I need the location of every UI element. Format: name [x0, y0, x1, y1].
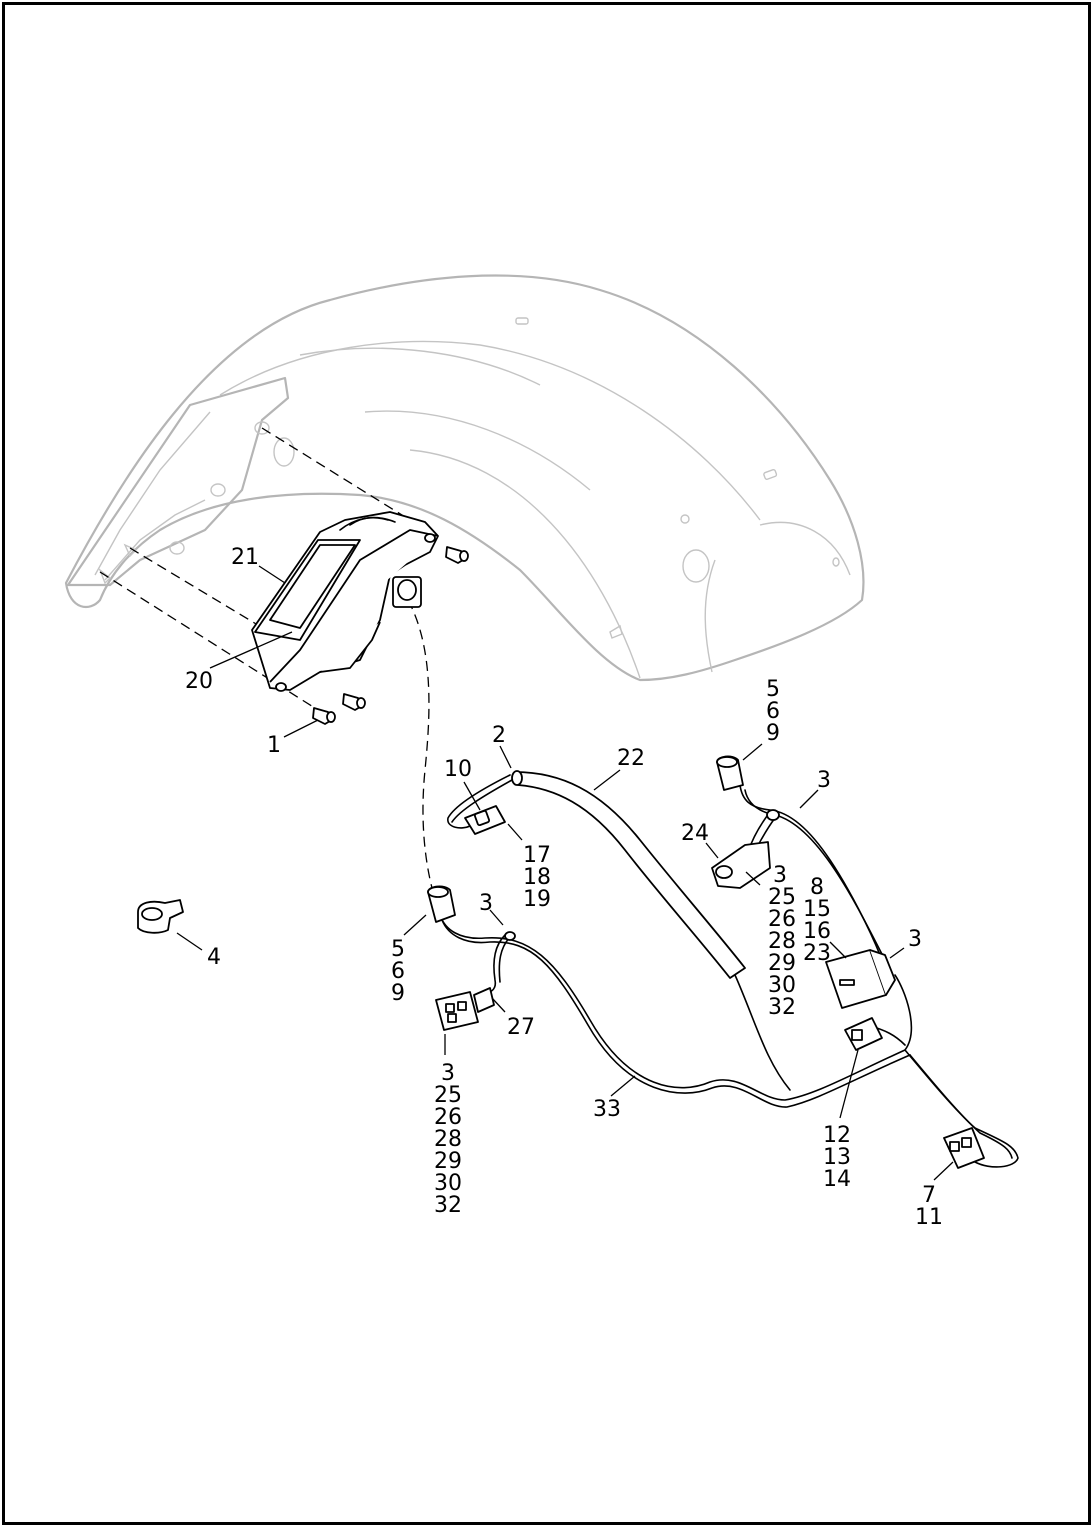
cable-clip [137, 899, 184, 934]
callout-number: 3 [817, 768, 831, 793]
wire-harness [439, 774, 1019, 1168]
callout-number: 29 [434, 1149, 462, 1174]
callout-number: 5 [766, 677, 780, 702]
callout-number: 8 [810, 875, 824, 900]
callout-number: 4 [207, 945, 221, 970]
callout-number: 15 [803, 897, 831, 922]
lighting-module [251, 511, 439, 692]
callout-number: 27 [507, 1015, 535, 1040]
callout-number: 29 [768, 951, 796, 976]
callout-number: 5 [391, 937, 405, 962]
callout-number: 1 [267, 733, 281, 758]
callout-number: 25 [434, 1083, 462, 1108]
callout-number: 20 [185, 669, 213, 694]
callout-number: 26 [768, 907, 796, 932]
callout-number: 30 [768, 973, 796, 998]
callout-number: 3 [773, 863, 787, 888]
callout-number: 2 [492, 723, 506, 748]
callout-number: 32 [434, 1193, 462, 1218]
callout-number: 19 [523, 887, 551, 912]
callout-number: 25 [768, 885, 796, 910]
leader-lines [176, 565, 954, 1181]
rear-fender [64, 274, 865, 682]
callout-number: 7 [922, 1183, 936, 1208]
callout-number: 18 [523, 865, 551, 890]
callout-number: 9 [391, 981, 405, 1006]
callout-number: 30 [434, 1171, 462, 1196]
wire-conduit [511, 770, 746, 979]
callout-number: 9 [766, 721, 780, 746]
screws [312, 546, 469, 725]
callout-number: 3 [908, 927, 922, 952]
callout-number: 3 [441, 1061, 455, 1086]
callout-number: 28 [768, 929, 796, 954]
callout-number: 10 [444, 757, 472, 782]
callout-number: 32 [768, 995, 796, 1020]
callout-number: 17 [523, 843, 551, 868]
connectors [427, 755, 985, 1169]
callout-number: 22 [617, 746, 645, 771]
callout-number: 24 [681, 821, 709, 846]
callout-number: 6 [766, 699, 780, 724]
callout-number: 28 [434, 1127, 462, 1152]
callout-number: 14 [823, 1167, 851, 1192]
callout-number: 33 [593, 1097, 621, 1122]
callout-number: 23 [803, 941, 831, 966]
callout-number: 12 [823, 1123, 851, 1148]
callout-number: 3 [479, 891, 493, 916]
callout-number: 26 [434, 1105, 462, 1130]
callout-number: 11 [915, 1205, 943, 1230]
callout-number: 13 [823, 1145, 851, 1170]
callout-number: 16 [803, 919, 831, 944]
callout-number: 6 [391, 959, 405, 984]
callout-number: 21 [231, 545, 259, 570]
